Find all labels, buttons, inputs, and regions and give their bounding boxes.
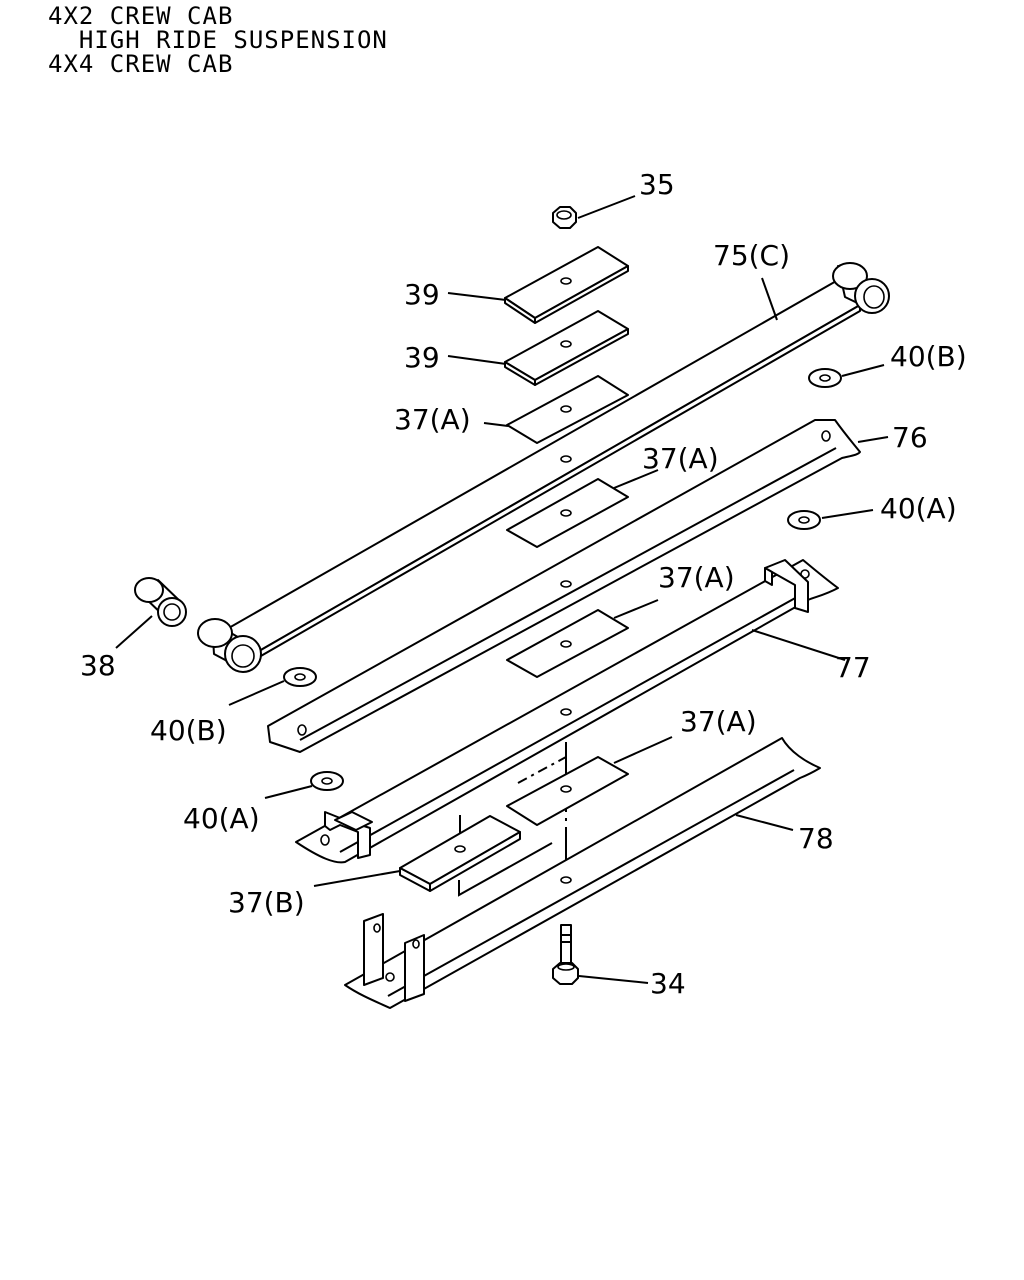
leaf-76 [267,419,861,753]
callout-40b-top: 40(B) [890,340,967,373]
callout-75c: 75(C) [713,239,790,272]
washer-40b-top [808,368,842,388]
header-line-1: 4X2 CREW CAB [48,2,234,30]
leader-40a-bottom [264,785,313,799]
nut-35 [552,206,577,229]
callout-34: 34 [650,967,686,1000]
leader-37a-4 [613,736,673,764]
leader-37a-2 [613,469,659,489]
bushing-38 [134,577,187,627]
leader-34 [578,975,649,984]
callout-37a-3: 37(A) [658,561,735,594]
leader-76 [857,436,889,443]
leader-37a-3 [613,599,659,619]
leader-75c [761,277,778,321]
callout-37a-2: 37(A) [642,442,719,475]
plate-39-upper [504,246,629,324]
plate-39-lower [504,310,629,386]
spacer-37b [399,815,553,897]
leaf-77 [295,559,839,864]
leader-39-lower [447,355,507,365]
leader-37a-1 [483,422,509,427]
callout-40a-top: 40(A) [880,492,957,525]
callout-40b-bottom: 40(B) [150,714,227,747]
shim-37a-4 [506,756,629,826]
leader-77 [751,629,846,661]
leader-39-upper [447,292,507,301]
callout-35: 35 [639,168,675,201]
callout-37a-1: 37(A) [394,403,471,436]
callout-38: 38 [80,649,116,682]
callout-39-lower: 39 [404,341,440,374]
leader-40b-top [841,364,885,377]
diagram-header: 4X2 CREW CAB HIGH RIDE SUSPENSION 4X4 CR… [48,4,388,76]
callout-78: 78 [798,822,834,855]
centerline-link [517,756,567,784]
callout-40a-bottom: 40(A) [183,802,260,835]
callout-39-upper: 39 [404,278,440,311]
bolt-34 [552,924,579,985]
header-line-3: 4X4 CREW CAB [48,50,234,78]
main-leaf-75c [197,262,890,673]
shim-37a-3 [506,609,629,678]
leader-78 [735,814,794,831]
washer-40b-bottom [283,667,317,687]
leaf-78 [344,737,821,1009]
leader-40b-bottom [228,680,285,706]
shim-37a-1 [506,375,629,444]
callout-37b: 37(B) [228,886,305,919]
callout-77: 77 [835,651,871,684]
callout-76: 76 [892,421,928,454]
washer-40a-top [787,510,821,530]
leader-37b [313,870,401,887]
callout-37a-4: 37(A) [680,705,757,738]
washer-40a-bottom [310,771,344,791]
leader-35 [577,195,636,219]
shim-37a-2 [506,478,629,548]
leader-40a-top [821,509,874,519]
leader-38 [115,615,153,649]
header-line-2: HIGH RIDE SUSPENSION [48,26,388,54]
